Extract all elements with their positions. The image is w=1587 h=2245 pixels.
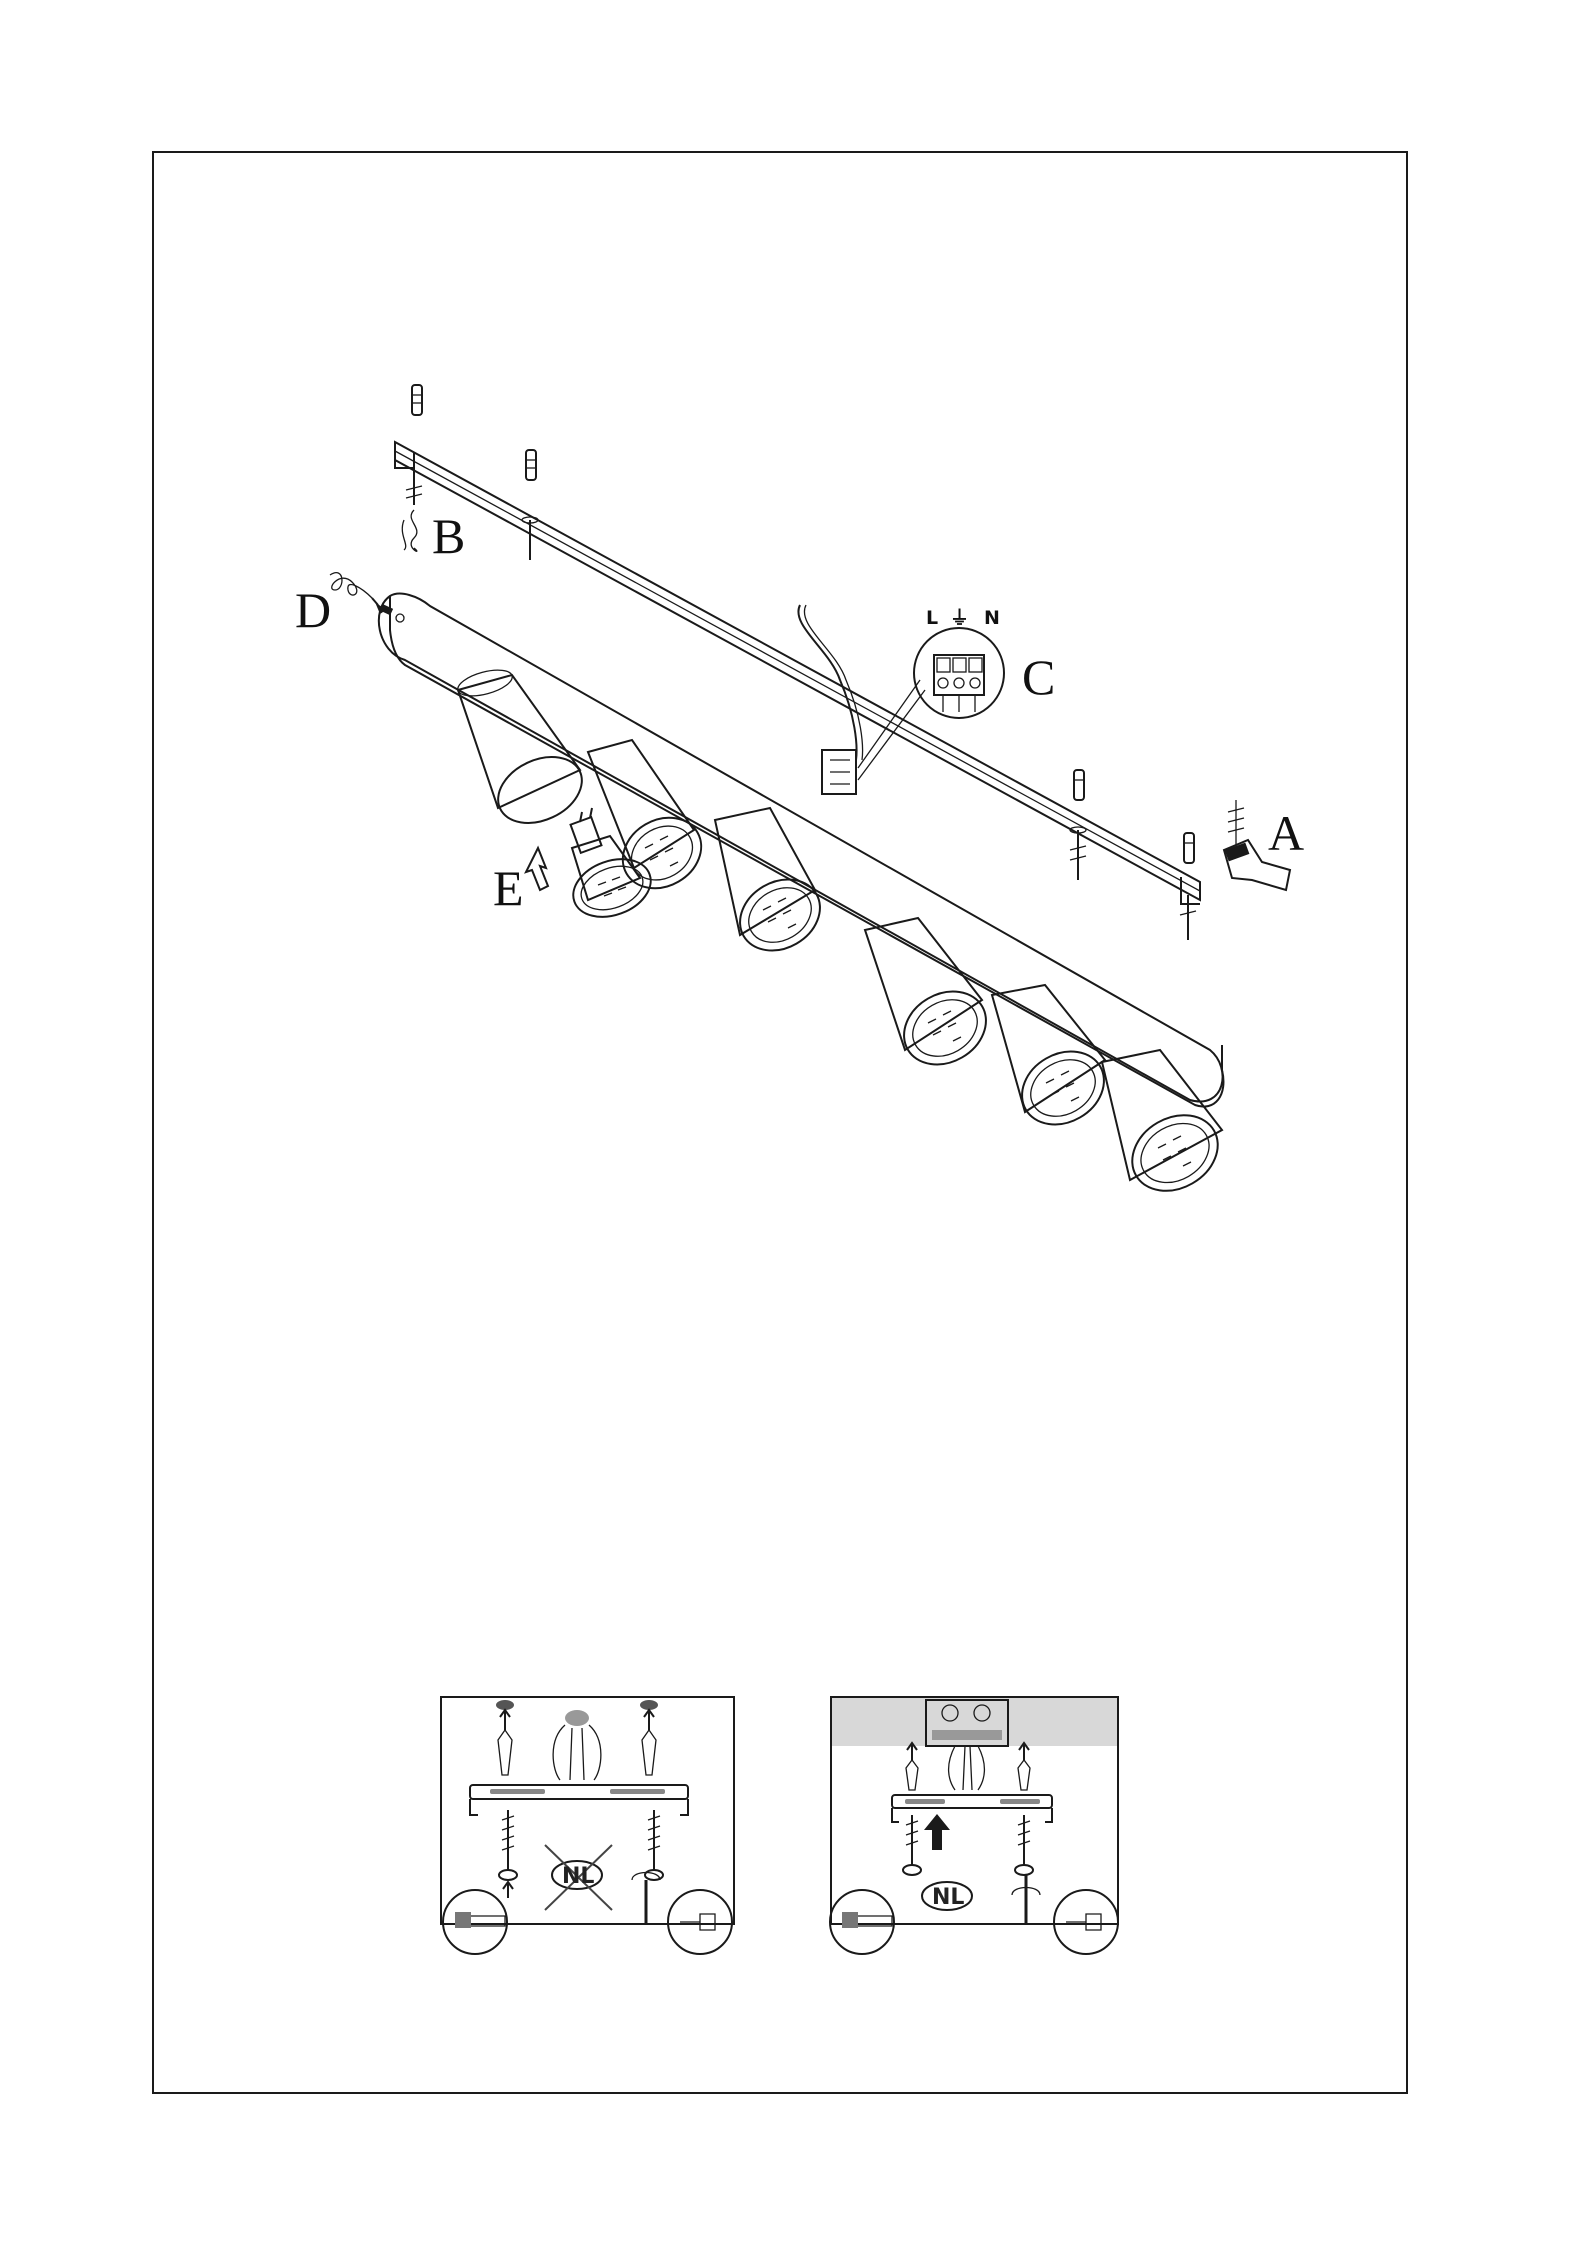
callout-a: A: [1268, 805, 1304, 861]
spotlight: [865, 918, 999, 1079]
callout-c: C: [1022, 649, 1055, 705]
terminal-label-earth: ⏚: [950, 607, 969, 629]
insert-arrow-icon: [526, 848, 548, 890]
panel-1-badge: NL: [562, 1864, 594, 1889]
spotlight: [1102, 1050, 1231, 1206]
power-cable: [798, 605, 925, 794]
instruction-panel-2: [830, 1697, 1118, 1954]
screw-d: [330, 573, 393, 616]
callout-b: B: [432, 508, 465, 564]
callout-e: E: [493, 860, 524, 916]
callout-d: D: [295, 582, 331, 638]
instruction-panel-1: [441, 1697, 734, 1954]
terminal-block-c: [914, 628, 1004, 718]
terminal-label-neutral: N: [984, 607, 1000, 629]
spotlight: [715, 808, 833, 965]
spring-detail-b: [402, 510, 417, 551]
spotlight: [455, 665, 592, 836]
spotlight: [992, 985, 1117, 1139]
terminal-label-live: L: [926, 607, 938, 629]
panel-2-badge: NL: [932, 1885, 964, 1910]
